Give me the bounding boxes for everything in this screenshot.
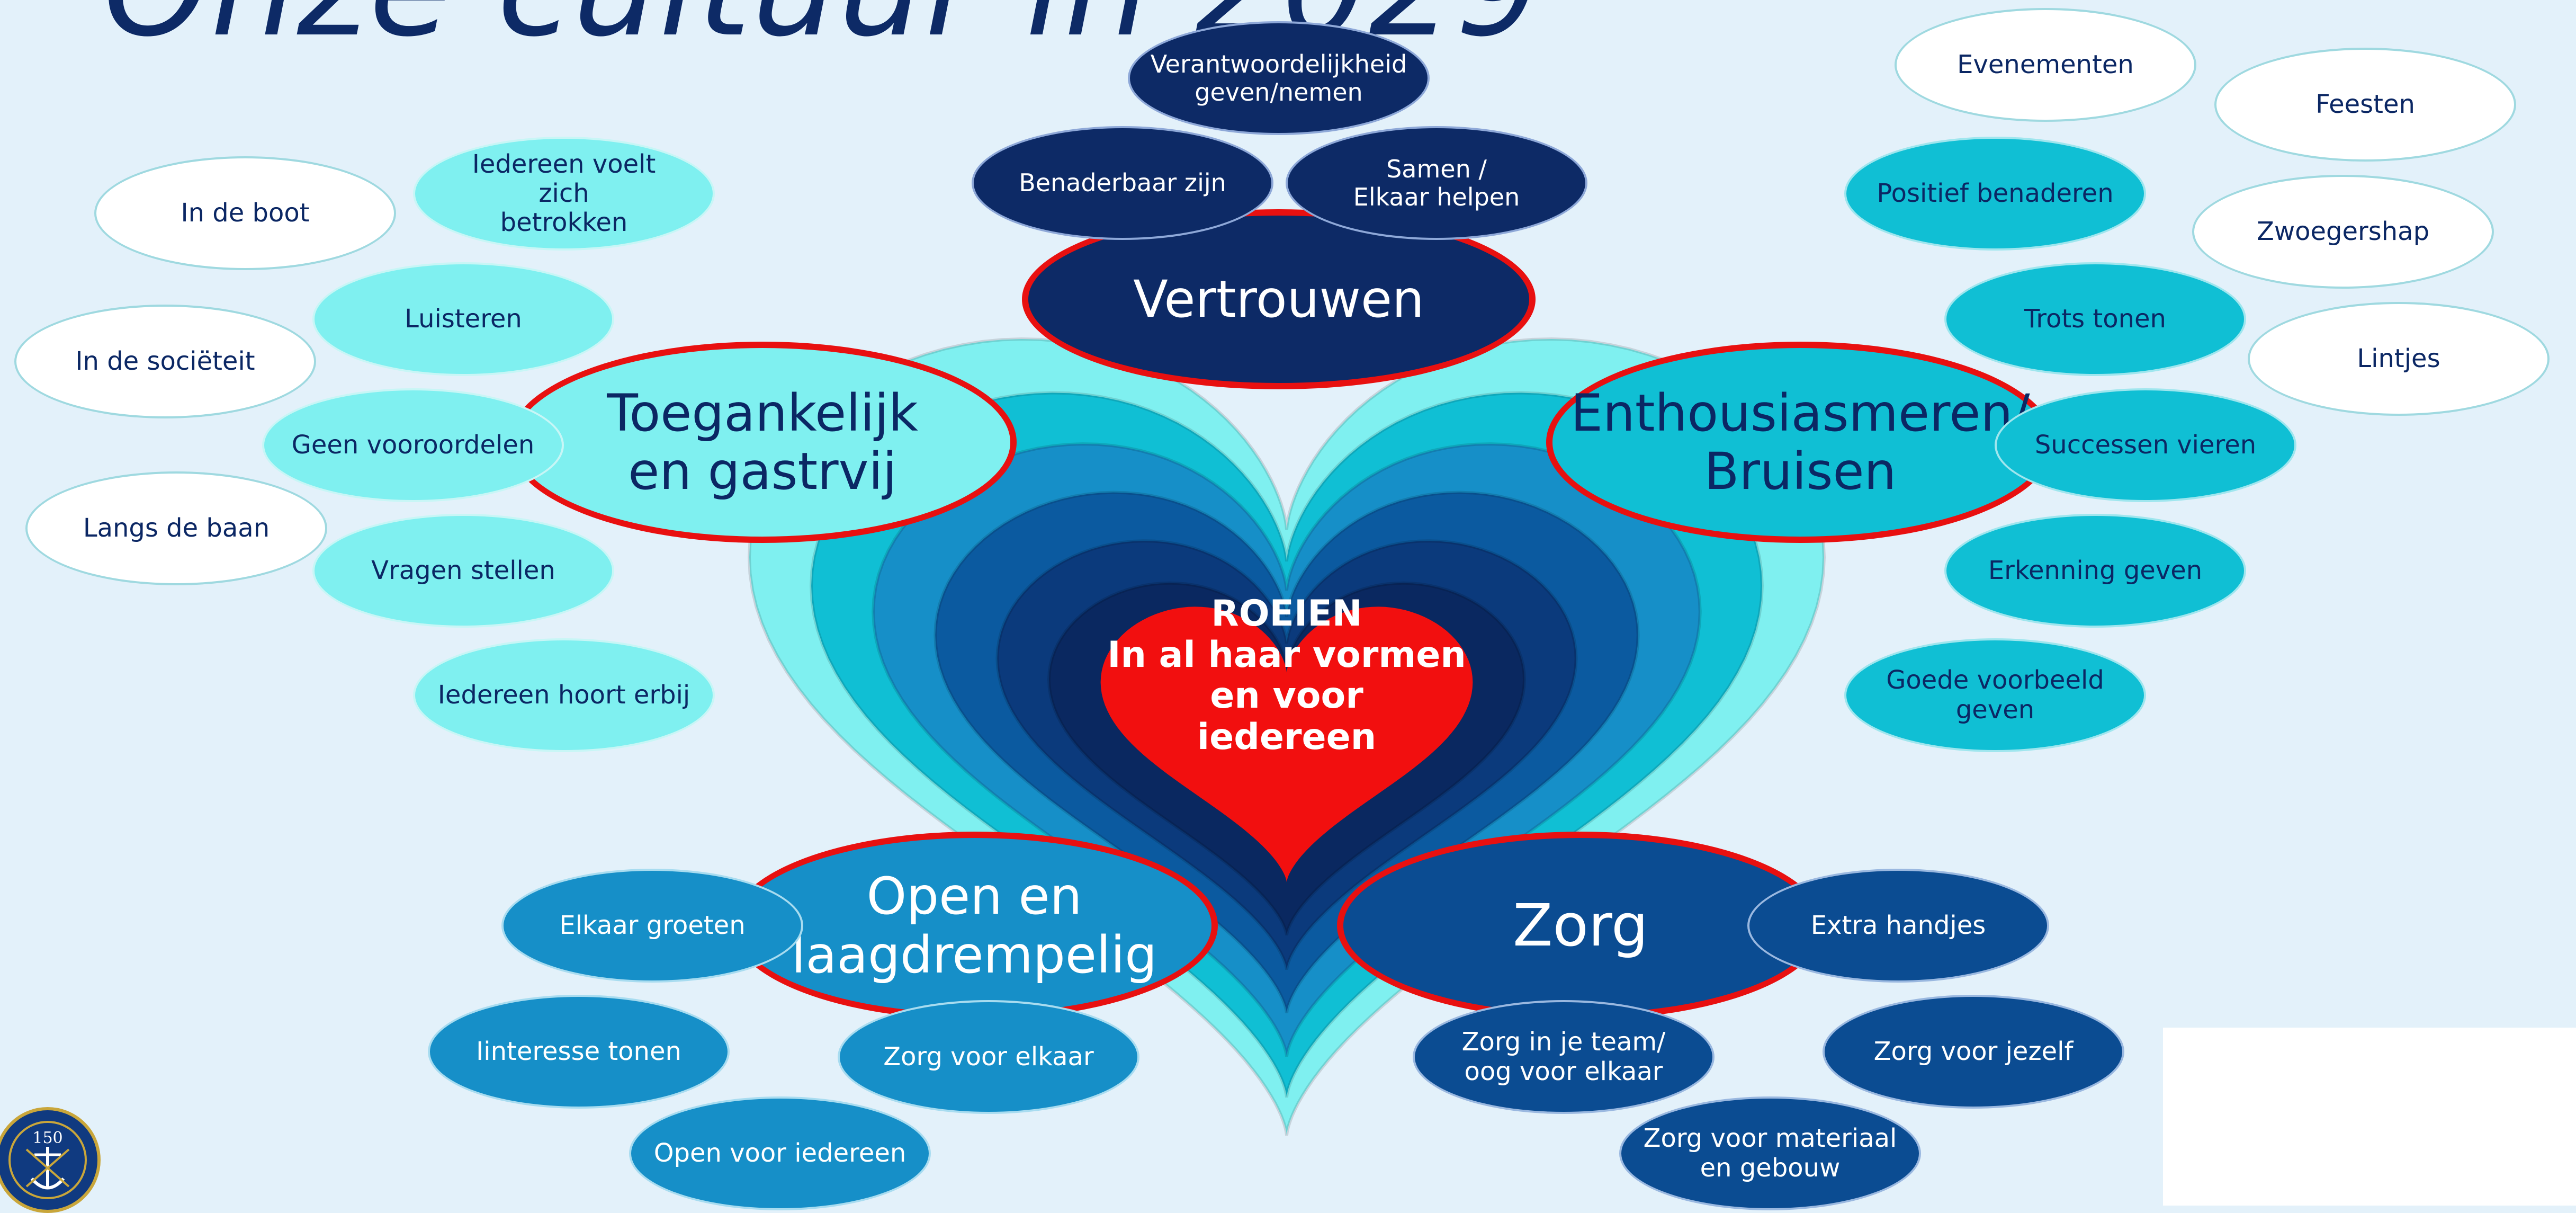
- bubble-samen: Samen / Elkaar helpen: [1286, 126, 1587, 240]
- heart-core: [1100, 606, 1473, 882]
- bubble-evenementen: Evenementen: [1895, 8, 2196, 122]
- bubble-vragen-stellen: Vragen stellen: [312, 514, 614, 628]
- bubble-in-de-boot: In de boot: [94, 156, 396, 270]
- bubble-feesten: Feesten: [2214, 48, 2516, 162]
- bubble-in-de-societeit: In de sociëteit: [14, 305, 316, 418]
- bubble-geen-vooroordelen: Geen vooroordelen: [262, 388, 564, 502]
- anchor-oars-icon: 150: [8, 1121, 87, 1199]
- bubble-goede-voorbeeld: Goede voorbeeld geven: [1844, 638, 2146, 752]
- pillar-open: Open en laagdrempelig: [731, 832, 1218, 1020]
- pillar-toegankelijk: Toegankelijk en gastrvij: [508, 342, 1017, 543]
- bubble-trots-tonen: Trots tonen: [1944, 262, 2246, 376]
- pillar-zorg: Zorg: [1337, 832, 1824, 1020]
- pillar-enthousiasmeren: Enthousiasmeren/ Bruisen: [1546, 342, 2054, 543]
- bubble-langs-de-baan: Langs de baan: [25, 471, 327, 585]
- bubble-open-voor-iedereen: Open voor iedereen: [629, 1096, 931, 1210]
- center-line-3: en voor: [1210, 675, 1363, 717]
- bubble-zorg-voor-materiaal: Zorg voor materiaal en gebouw: [1619, 1096, 1921, 1210]
- bubble-elkaar-groeten: Elkaar groeten: [501, 869, 803, 983]
- center-label: ROEIEN In al haar vormen en voor iederee…: [1085, 593, 1488, 757]
- bubble-benaderbaar: Benaderbaar zijn: [972, 126, 1273, 240]
- bubble-erkenning-geven: Erkenning geven: [1944, 514, 2246, 628]
- bubble-positief-benaderen: Positief benaderen: [1844, 137, 2146, 251]
- logo-number: 150: [32, 1129, 62, 1147]
- center-line-1: ROEIEN: [1211, 593, 1362, 635]
- bubble-verantwoordelijkheid: Verantwoordelijkheid geven/nemen: [1128, 21, 1430, 135]
- bubble-zwoegershap: Zwoegershap: [2192, 175, 2494, 289]
- bubble-interesse-tonen: Iinteresse tonen: [428, 995, 730, 1109]
- bubble-iedereen-betrokken: Iedereen voelt zich betrokken: [413, 137, 715, 251]
- bubble-zorg-voor-jezelf: Zorg voor jezelf: [1823, 995, 2124, 1109]
- bubble-luisteren: Luisteren: [312, 262, 614, 376]
- bubble-lintjes: Lintjes: [2248, 302, 2550, 416]
- bubble-iedereen-hoort-erbij: Iedereen hoort erbij: [413, 638, 715, 752]
- center-line-2: In al haar vormen: [1107, 634, 1466, 676]
- club-logo: 150: [0, 1107, 101, 1213]
- bubble-extra-handjes: Extra handjes: [1747, 869, 2049, 983]
- blank-corner-panel: [2163, 1028, 2576, 1206]
- bubble-zorg-voor-elkaar: Zorg voor elkaar: [838, 1000, 1139, 1114]
- bubble-successen-vieren: Successen vieren: [1995, 388, 2296, 502]
- bubble-zorg-in-je-team: Zorg in je team/ oog voor elkaar: [1413, 1000, 1715, 1114]
- center-line-4: iedereen: [1197, 716, 1377, 758]
